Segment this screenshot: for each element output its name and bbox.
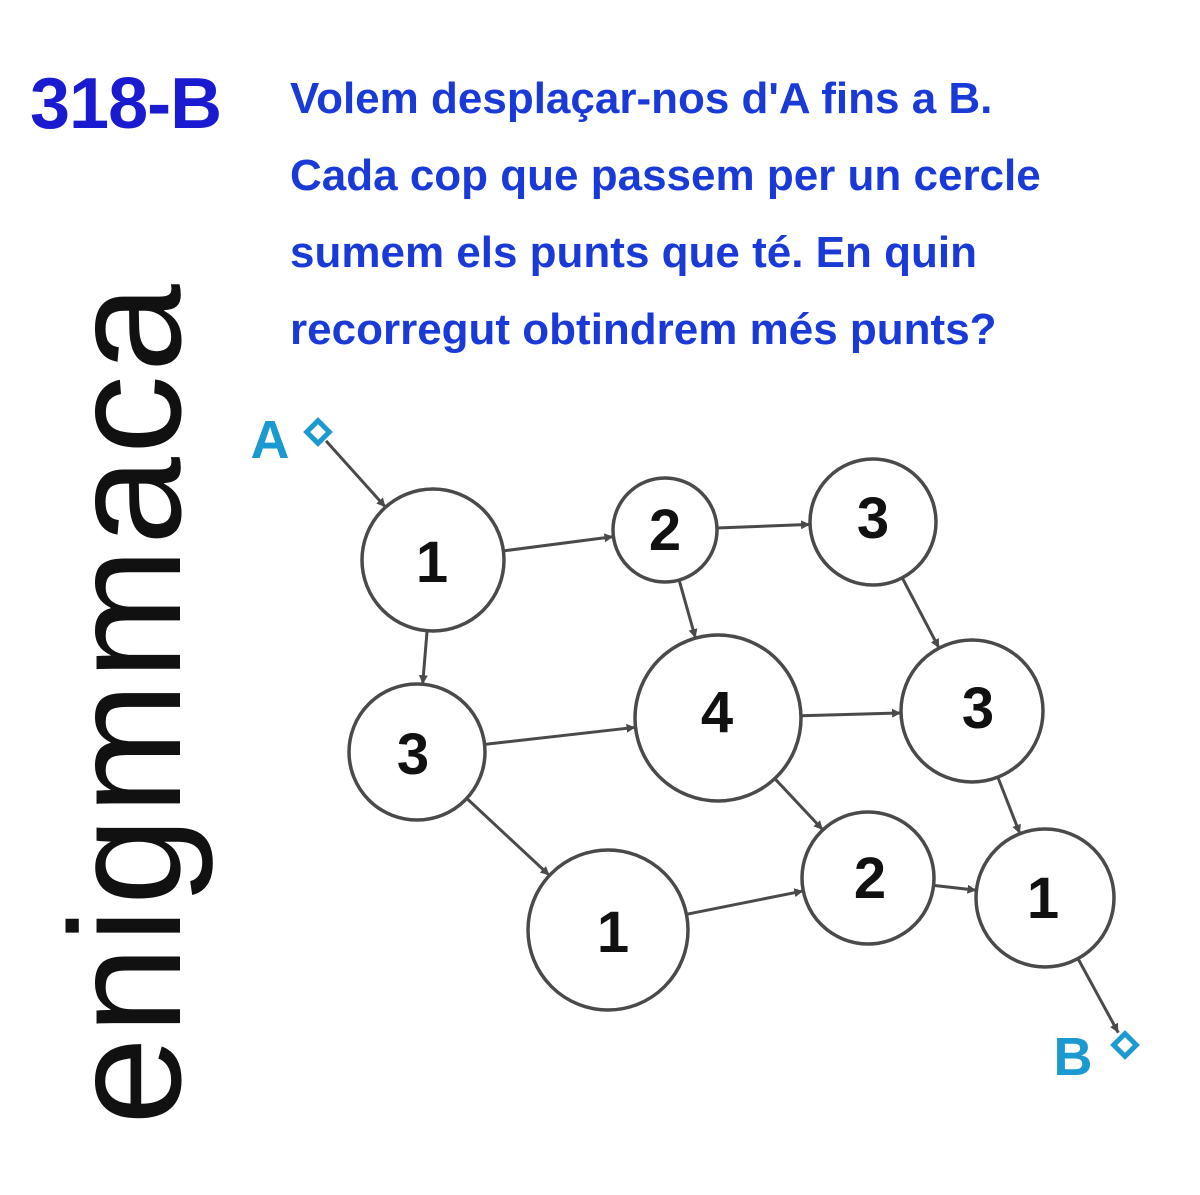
- node-label: 1: [597, 900, 629, 965]
- node-n2: 2: [611, 476, 719, 584]
- terminal-A: A: [251, 410, 333, 470]
- node-label: 3: [857, 486, 889, 551]
- terminals-layer: AB: [251, 410, 1140, 1087]
- nodes-layer: 1 2 3 3 4 3 1 2 1: [347, 457, 1116, 1012]
- node-label: 2: [649, 498, 681, 563]
- edge-n3-n6: [900, 577, 941, 649]
- node-label: 2: [854, 846, 886, 911]
- node-circle: [347, 682, 487, 822]
- edge-n1-n4: [418, 630, 429, 685]
- node-n9: 1: [974, 827, 1116, 969]
- edge-n1-n2: [503, 533, 614, 553]
- diamond-icon: [1110, 1030, 1140, 1060]
- node-n3: 3: [808, 457, 938, 587]
- question-line: Volem desplaçar-nos d'A fins a B.: [290, 74, 993, 123]
- node-circle: [633, 633, 803, 803]
- node-label: 3: [397, 722, 429, 787]
- edge-n4-n7: [465, 797, 551, 877]
- question-line: sumem els punts que té. En quin: [290, 228, 977, 277]
- node-circle: [974, 827, 1116, 969]
- diamond-icon: [303, 417, 333, 447]
- edge-n7-n8: [686, 888, 804, 916]
- question-line: Cada cop que passem per un cercle: [290, 151, 1041, 200]
- node-circle: [611, 476, 719, 584]
- node-n1: 1: [360, 487, 506, 633]
- terminal-label: A: [251, 410, 290, 470]
- edge-n4-n5: [484, 723, 636, 746]
- terminal-B: B: [1054, 1027, 1140, 1087]
- question-line: recorregut obtindrem més punts?: [290, 305, 997, 354]
- node-n6: 3: [899, 638, 1045, 784]
- node-n5: 4: [633, 633, 803, 803]
- node-label: 1: [1027, 866, 1059, 931]
- edges-layer: [324, 439, 1120, 1034]
- node-n7: 1: [526, 848, 690, 1012]
- node-circle: [899, 638, 1045, 784]
- edge-n9-B: [1076, 957, 1120, 1034]
- node-label: 4: [701, 680, 733, 745]
- terminal-label: B: [1054, 1027, 1093, 1087]
- node-n4: 3: [347, 682, 487, 822]
- node-n8: 2: [800, 810, 936, 946]
- question-text: Volem desplaçar-nos d'A fins a B. Cada c…: [290, 60, 1180, 368]
- edge-A-n1: [324, 439, 387, 509]
- node-circle: [526, 848, 690, 1012]
- node-label: 3: [962, 676, 994, 741]
- edge-n2-n3: [716, 520, 811, 530]
- edge-n2-n5: [677, 579, 698, 639]
- edge-n8-n9: [933, 883, 977, 894]
- node-circle: [360, 487, 506, 633]
- node-label: 1: [416, 530, 448, 595]
- node-circle: [800, 810, 936, 946]
- edge-n6-n9: [996, 776, 1022, 835]
- node-circle: [808, 457, 938, 587]
- edge-n5-n6: [800, 708, 902, 718]
- edge-n5-n8: [773, 777, 824, 831]
- puzzle-id: 318-B: [30, 64, 222, 144]
